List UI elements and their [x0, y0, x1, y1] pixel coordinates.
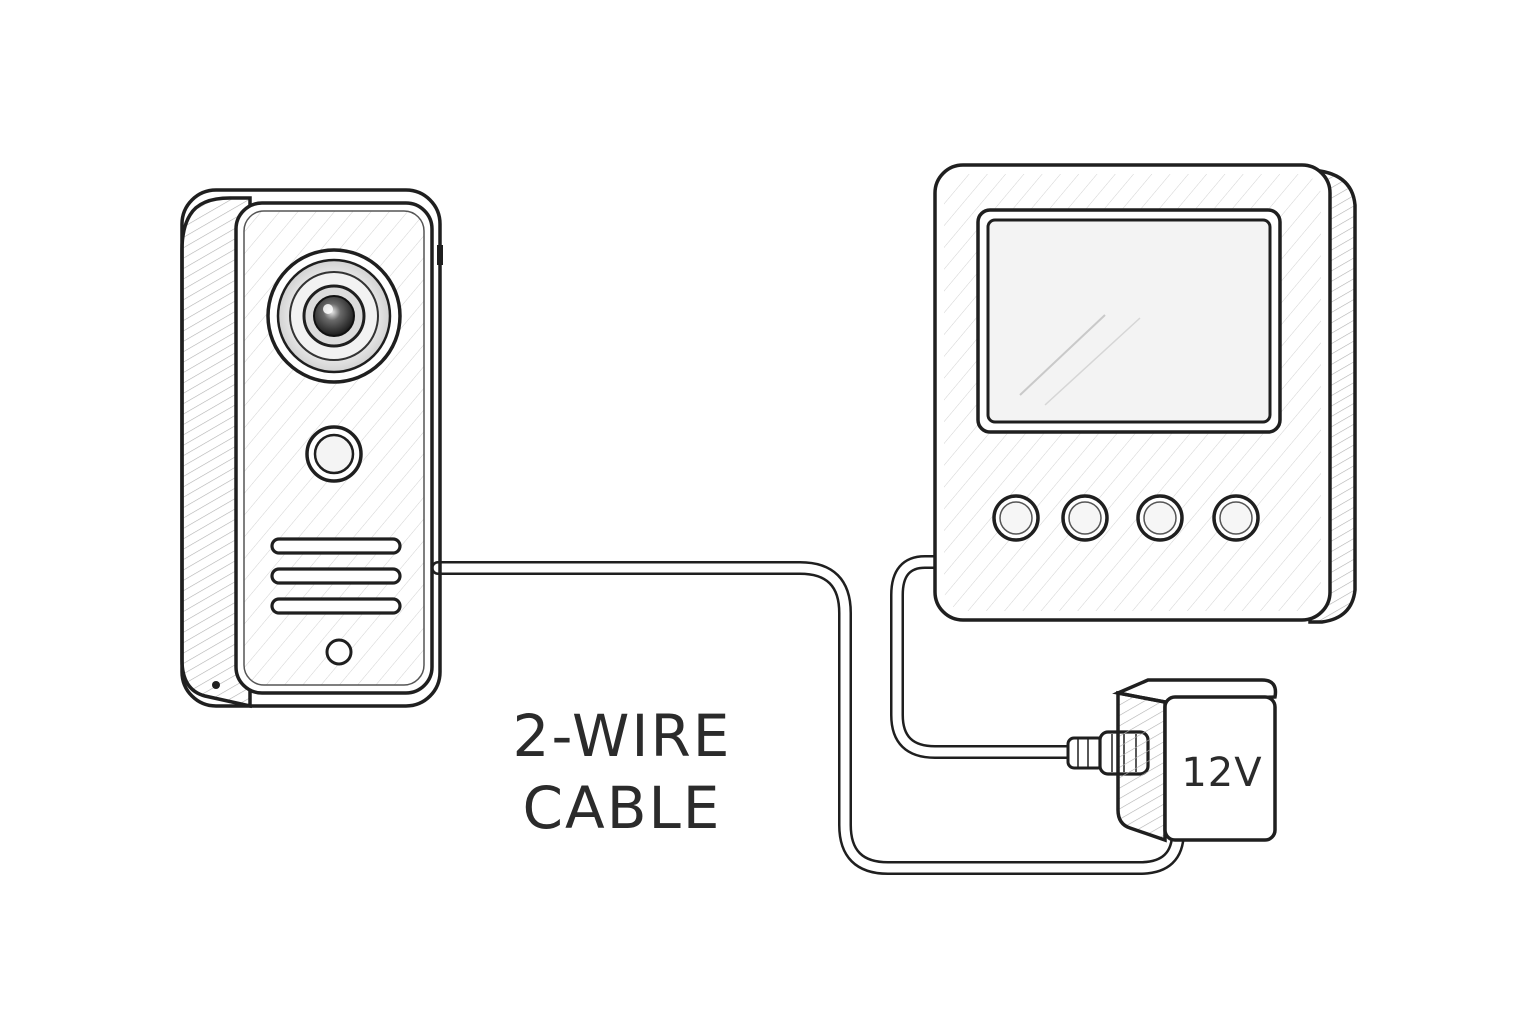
camera-lens-icon — [266, 248, 402, 384]
power-adapter-label: 12V — [1181, 750, 1262, 796]
monitor-button-icon — [1136, 494, 1184, 542]
speaker-grille-icon — [270, 537, 402, 615]
two-wire-cable — [431, 561, 1185, 875]
door-station — [180, 188, 443, 709]
power-adapter: 12V — [1066, 678, 1278, 843]
microphone-icon — [325, 638, 353, 666]
cable-label-line1: 2-WIRE — [513, 702, 732, 770]
indoor-monitor — [933, 163, 1357, 624]
monitor-screen — [976, 208, 1282, 434]
call-button-icon — [305, 425, 363, 483]
monitor-button-icon — [992, 494, 1040, 542]
cable-label-line2: CABLE — [523, 774, 722, 842]
cable-label: 2-WIRE CABLE — [513, 702, 732, 842]
monitor-button-row — [992, 494, 1260, 542]
power-cable — [890, 555, 1082, 759]
monitor-button-icon — [1061, 494, 1109, 542]
monitor-button-icon — [1212, 494, 1260, 542]
